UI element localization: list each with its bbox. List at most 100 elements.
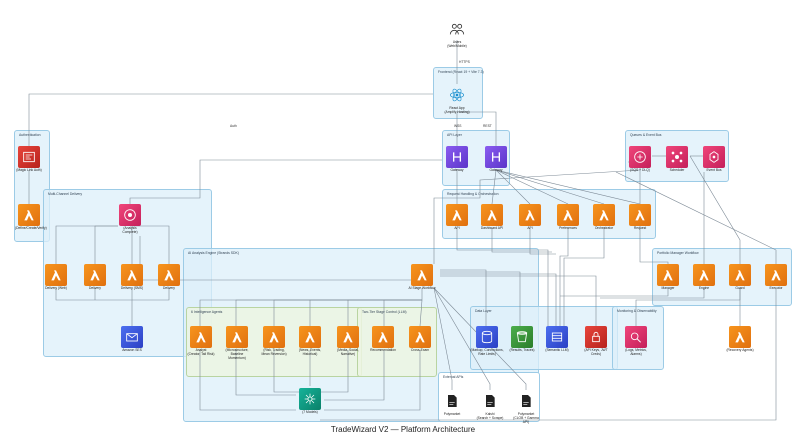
- lambda-icon: [411, 264, 433, 286]
- edge: [55, 288, 133, 326]
- edge: [433, 169, 641, 264]
- edge: [129, 159, 442, 210]
- edge: [563, 228, 605, 326]
- group-monitoring-label: Monitoring & Observability: [617, 309, 657, 313]
- rh-label-2: Dashboard API: [480, 226, 504, 230]
- rh-node-2: Dashboard API: [478, 204, 506, 231]
- edge: [28, 93, 433, 146]
- edge: [309, 299, 422, 326]
- agent-node-5: (Media, Social, Narrative): [334, 326, 362, 357]
- edge: [433, 287, 491, 390]
- secrets-node: (API Keys, JWT Creds): [582, 326, 610, 357]
- sqs-label: (SQS + DLQ): [630, 168, 650, 172]
- edge-label-rest: REST: [483, 124, 492, 128]
- group-frontend-label: Frontend (React 19 + Vite 7.3): [438, 70, 484, 74]
- redis-node: (Semantic LLM): [543, 326, 571, 353]
- edge-label-auth: Auth: [230, 124, 237, 128]
- edge: [324, 350, 385, 401]
- lambda-icon: [481, 204, 503, 226]
- lambda-icon: [121, 264, 143, 286]
- ext-node-2: Kalshi (Search + Scrape): [476, 390, 504, 421]
- email-delivery-node: Delivery: [81, 264, 109, 291]
- cloudwatch-node: (Logs, Metrics, Alarms): [622, 326, 650, 357]
- edge: [559, 228, 569, 326]
- edge: [456, 228, 549, 326]
- sns-icon: [119, 204, 141, 226]
- rest-gateway-label: Gateway: [489, 168, 503, 172]
- edge: [320, 288, 777, 421]
- edge: [55, 225, 118, 264]
- edge: [495, 169, 569, 205]
- pm-executor-label: Executor: [769, 286, 783, 290]
- s3-bucket-icon: [511, 326, 533, 348]
- users-icon: [446, 18, 468, 40]
- agent-node-2: (Microstructure, Baseline Momentum): [220, 326, 254, 360]
- edge-label-ws: WSS: [454, 124, 462, 128]
- lambda-icon: [729, 264, 751, 286]
- edge: [273, 350, 300, 393]
- lambda-icon: [45, 264, 67, 286]
- rh-label-6: Request: [633, 226, 647, 230]
- pm-guard-label: Guard: [735, 286, 745, 290]
- dynamodb-label: (Markup, Connections, Rate Limits): [470, 348, 504, 356]
- pm-guard-node: Guard: [726, 264, 754, 291]
- lambda-icon: [299, 326, 321, 348]
- edge: [600, 288, 705, 299]
- bedrock-node: (7 Models): [296, 388, 324, 415]
- tt-label-1: Recommendation: [370, 348, 396, 352]
- analysis-complete-node: (Analysis Complete): [116, 204, 144, 235]
- s3-node: (Results, Traces): [508, 326, 536, 353]
- lambda-icon: [557, 204, 579, 226]
- group-frontend: Frontend (React 19 + Vite 7.3): [433, 67, 484, 119]
- edge: [199, 350, 296, 411]
- scheduler-icon: [666, 146, 688, 168]
- users-node: Users (Web/Mobile): [443, 18, 471, 49]
- rh-node-6: Request: [626, 204, 654, 231]
- recovery-node: (Recovery Agents): [726, 326, 754, 353]
- sqs-node: (SQS + DLQ): [626, 146, 654, 173]
- group-intelligence-label: 6 Intelligence Agents: [191, 310, 223, 314]
- ses-node: Amazon SES: [118, 326, 146, 353]
- ws-delivery-label: Delivery: [163, 286, 175, 290]
- edge: [440, 275, 597, 326]
- elasticache-icon: [546, 326, 568, 348]
- ses-label: Amazon SES: [122, 348, 142, 352]
- pm-executor-node: Executor: [762, 264, 790, 291]
- react-app-label: React App (Amplify Hosting): [444, 106, 470, 114]
- edge: [440, 273, 557, 326]
- rh-label-4: Preferences: [559, 226, 577, 230]
- cloudwatch-icon: [625, 326, 647, 348]
- agent-label-4: (News, Events, Historical): [298, 348, 322, 356]
- edge: [131, 225, 142, 264]
- lambda-icon: [190, 326, 212, 348]
- lambda-icon: [629, 204, 651, 226]
- tt-node-1: Recommendation: [366, 326, 400, 353]
- rh-node-4: Preferences: [554, 204, 582, 231]
- redis-label: (Semantic LLM): [545, 348, 569, 352]
- edge: [440, 269, 487, 326]
- edge: [635, 288, 741, 326]
- react-icon: [446, 84, 468, 106]
- group-api-layer-label: API Layer: [447, 133, 462, 137]
- group-request-handling-label: Request Handling & Orchestration: [447, 192, 499, 196]
- edge: [495, 169, 531, 205]
- group-external-label: External APIs: [443, 375, 464, 379]
- lambda-icon: [226, 326, 248, 348]
- lambda-icon: [372, 326, 394, 348]
- bedrock-label: (7 Models): [302, 410, 318, 414]
- dynamodb-node: (Markup, Connections, Rate Limits): [470, 326, 504, 357]
- edge: [347, 299, 422, 326]
- lambda-icon: [657, 264, 679, 286]
- pm-engine-node: Engine: [690, 264, 718, 291]
- lambda-icon: [337, 326, 359, 348]
- edge: [491, 228, 552, 253]
- auth-function-label: (Define/Create/Verify): [15, 226, 47, 230]
- lambda-icon: [765, 264, 787, 286]
- group-ai-analysis-label: AI Analysis Engine (Strands SDK): [188, 251, 239, 255]
- auth-function-node: (Define/Create/Verify): [15, 204, 47, 231]
- recovery-label: (Recovery Agents): [726, 348, 754, 352]
- react-app-node: React App (Amplify Hosting): [443, 84, 471, 115]
- ws-gateway-node: Gateway: [443, 146, 471, 173]
- sqs-icon: [629, 146, 651, 168]
